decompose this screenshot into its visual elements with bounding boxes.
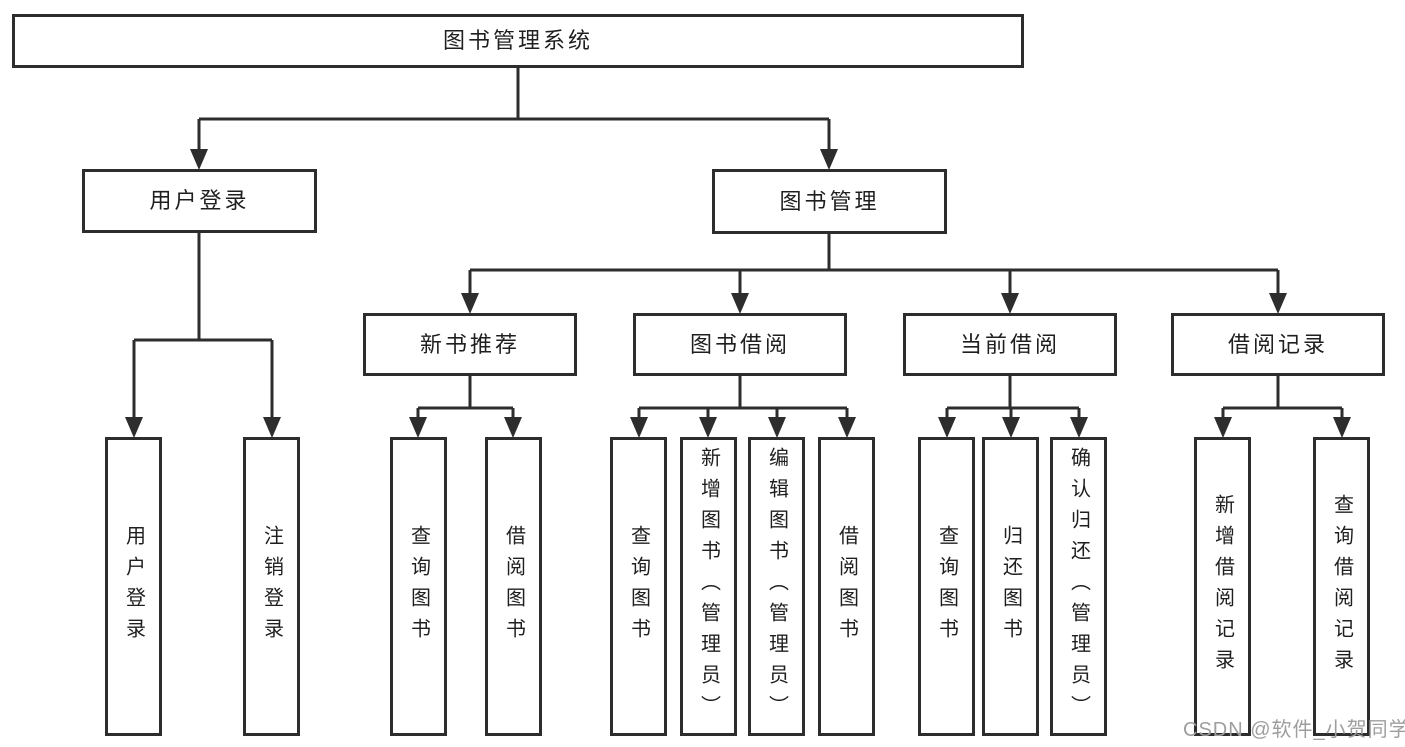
connector-user-login-to-leaves	[125, 233, 281, 438]
leaf-return-book: 归还图书	[982, 437, 1039, 736]
node-new-book-recommend: 新书推荐	[363, 313, 577, 376]
node-book-borrow: 图书借阅	[633, 313, 847, 376]
leaf-borrow-query-book: 查询图书	[610, 437, 667, 736]
node-borrow-record-label: 借阅记录	[1227, 331, 1328, 357]
leaf-rec-query-book: 查询图书	[390, 437, 447, 736]
node-book-borrow-label: 图书借阅	[689, 331, 790, 357]
leaf-rec-borrow-book: 借阅图书	[485, 437, 542, 736]
connector-book-mgmt-to-level3	[461, 234, 1287, 314]
leaf-borrow-book: 借阅图书	[818, 437, 875, 736]
node-new-book-recommend-label: 新书推荐	[419, 331, 520, 357]
leaf-query-borrow-record: 查询借阅记录	[1313, 437, 1370, 736]
node-library-system-label: 图书管理系统	[442, 28, 593, 53]
node-book-management-label: 图书管理	[779, 188, 880, 214]
node-current-borrow: 当前借阅	[903, 313, 1117, 376]
connector-borrow-record-to-leaves	[1214, 376, 1351, 438]
node-current-borrow-label: 当前借阅	[959, 331, 1060, 357]
node-user-login-label: 用户登录	[149, 188, 250, 213]
leaf-current-query-book-label: 查询图书	[935, 524, 958, 649]
leaf-return-book-label: 归还图书	[999, 524, 1022, 649]
node-library-system: 图书管理系统	[12, 14, 1024, 68]
leaf-current-query-book: 查询图书	[918, 437, 975, 736]
node-user-login: 用户登录	[82, 169, 317, 233]
leaf-query-borrow-record-label: 查询借阅记录	[1330, 493, 1353, 680]
leaf-logout-label: 注销登录	[260, 524, 283, 649]
leaf-add-book-admin-label: 新增图书（管理员）	[697, 447, 720, 726]
connector-new-book-rec-to-leaves	[409, 376, 522, 438]
leaf-logout: 注销登录	[243, 437, 300, 736]
connector-current-borrow-to-leaves	[938, 376, 1088, 438]
leaf-add-borrow-record-label: 新增借阅记录	[1211, 493, 1234, 680]
leaf-borrow-query-book-label: 查询图书	[627, 524, 650, 649]
node-borrow-record: 借阅记录	[1171, 313, 1385, 376]
leaf-confirm-return-admin-label: 确认归还（管理员）	[1067, 447, 1090, 726]
leaf-confirm-return-admin: 确认归还（管理员）	[1050, 437, 1107, 736]
csdn-watermark: CSDN @软件_小贺同学	[1183, 719, 1405, 741]
leaf-rec-query-book-label: 查询图书	[407, 524, 430, 649]
leaf-add-borrow-record: 新增借阅记录	[1194, 437, 1251, 736]
connector-root-to-level2	[190, 68, 838, 170]
leaf-rec-borrow-book-label: 借阅图书	[502, 524, 525, 649]
leaf-user-login-label: 用户登录	[122, 524, 145, 649]
leaf-user-login: 用户登录	[105, 437, 162, 736]
leaf-add-book-admin: 新增图书（管理员）	[680, 437, 737, 736]
leaf-edit-book-admin: 编辑图书（管理员）	[748, 437, 805, 736]
leaf-edit-book-admin-label: 编辑图书（管理员）	[765, 447, 788, 726]
leaf-borrow-book-label: 借阅图书	[835, 524, 858, 649]
node-book-management: 图书管理	[712, 169, 947, 234]
connector-book-borrow-to-leaves	[630, 376, 856, 438]
